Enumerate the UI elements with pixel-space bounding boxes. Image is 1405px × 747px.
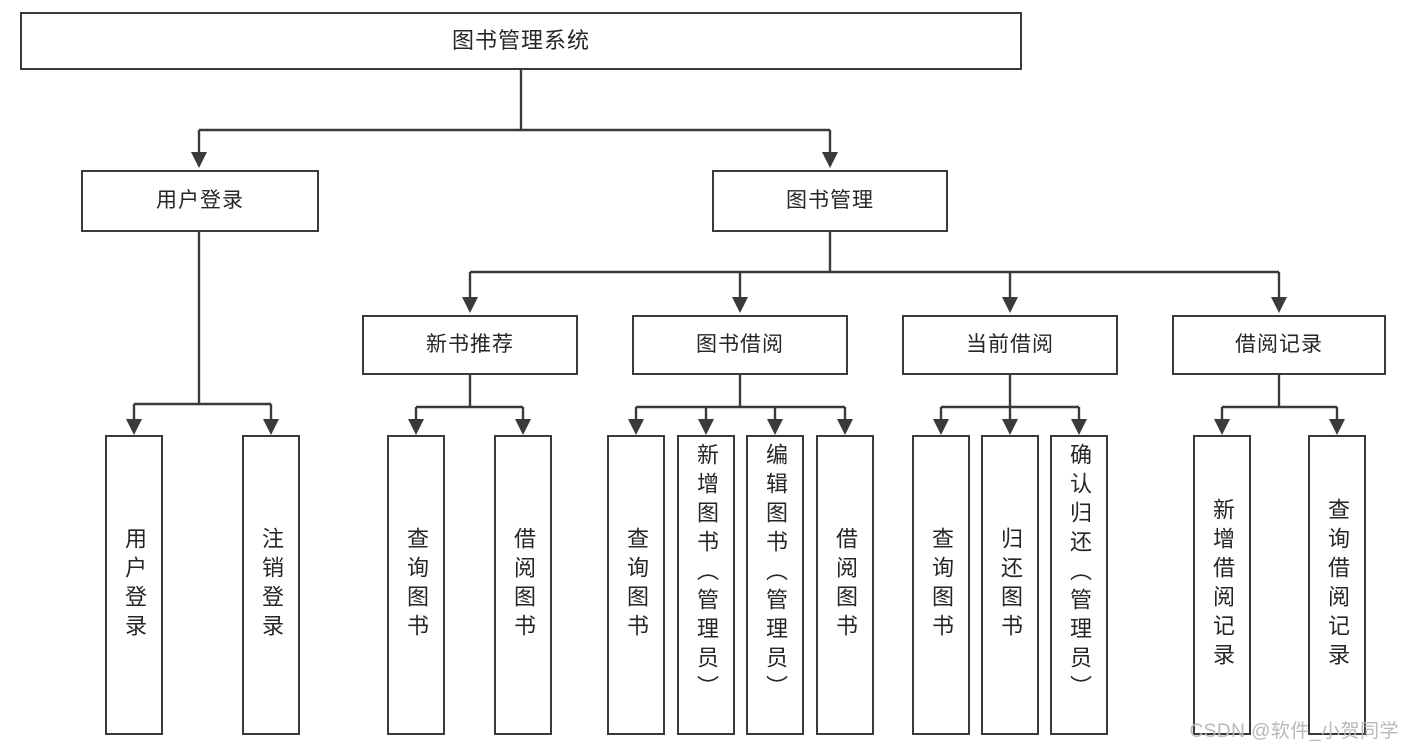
leaf-current-borrow-query[interactable]: 查询图书 xyxy=(912,435,970,735)
node-new-book-recommend[interactable]: 新书推荐 xyxy=(362,315,578,375)
node-label: 编辑图书（管理员） xyxy=(763,443,788,704)
leaf-user-login-signin[interactable]: 用户登录 xyxy=(105,435,163,735)
node-label: 确认归还（管理员） xyxy=(1067,443,1092,704)
leaf-current-borrow-return[interactable]: 归还图书 xyxy=(981,435,1039,735)
leaf-borrow-record-query[interactable]: 查询借阅记录 xyxy=(1308,435,1366,735)
node-label: 新增借阅记录 xyxy=(1210,498,1235,672)
node-label: 注销登录 xyxy=(259,527,284,643)
watermark: CSDN @软件_小贺同学 xyxy=(1189,721,1399,742)
node-label: 查询图书 xyxy=(624,527,649,643)
node-label: 图书管理 xyxy=(786,188,874,212)
leaf-book-borrow-add[interactable]: 新增图书（管理员） xyxy=(677,435,735,735)
node-label: 借阅记录 xyxy=(1235,332,1323,356)
node-label: 查询图书 xyxy=(404,527,429,643)
node-root-system[interactable]: 图书管理系统 xyxy=(20,12,1022,70)
node-label: 图书管理系统 xyxy=(451,28,590,54)
leaf-current-borrow-confirm-return[interactable]: 确认归还（管理员） xyxy=(1050,435,1108,735)
node-label: 借阅图书 xyxy=(511,527,536,643)
leaf-book-borrow-query[interactable]: 查询图书 xyxy=(607,435,665,735)
node-label: 查询图书 xyxy=(929,527,954,643)
node-label: 借阅图书 xyxy=(833,527,858,643)
leaf-borrow-record-add[interactable]: 新增借阅记录 xyxy=(1193,435,1251,735)
leaf-new-book-borrow[interactable]: 借阅图书 xyxy=(494,435,552,735)
node-label: 归还图书 xyxy=(998,527,1023,643)
node-current-borrow[interactable]: 当前借阅 xyxy=(902,315,1118,375)
node-label: 用户登录 xyxy=(156,188,244,212)
node-label: 查询借阅记录 xyxy=(1325,498,1350,672)
node-book-management[interactable]: 图书管理 xyxy=(712,170,948,232)
leaf-book-borrow-borrow[interactable]: 借阅图书 xyxy=(816,435,874,735)
leaf-user-login-signout[interactable]: 注销登录 xyxy=(242,435,300,735)
leaf-new-book-query[interactable]: 查询图书 xyxy=(387,435,445,735)
node-label: 图书借阅 xyxy=(696,332,784,356)
node-user-login[interactable]: 用户登录 xyxy=(81,170,319,232)
node-label: 当前借阅 xyxy=(966,332,1054,356)
node-book-borrow[interactable]: 图书借阅 xyxy=(632,315,848,375)
node-label: 用户登录 xyxy=(122,527,147,643)
node-borrow-records[interactable]: 借阅记录 xyxy=(1172,315,1386,375)
node-label: 新增图书（管理员） xyxy=(694,443,719,704)
leaf-book-borrow-edit[interactable]: 编辑图书（管理员） xyxy=(746,435,804,735)
node-label: 新书推荐 xyxy=(426,332,514,356)
